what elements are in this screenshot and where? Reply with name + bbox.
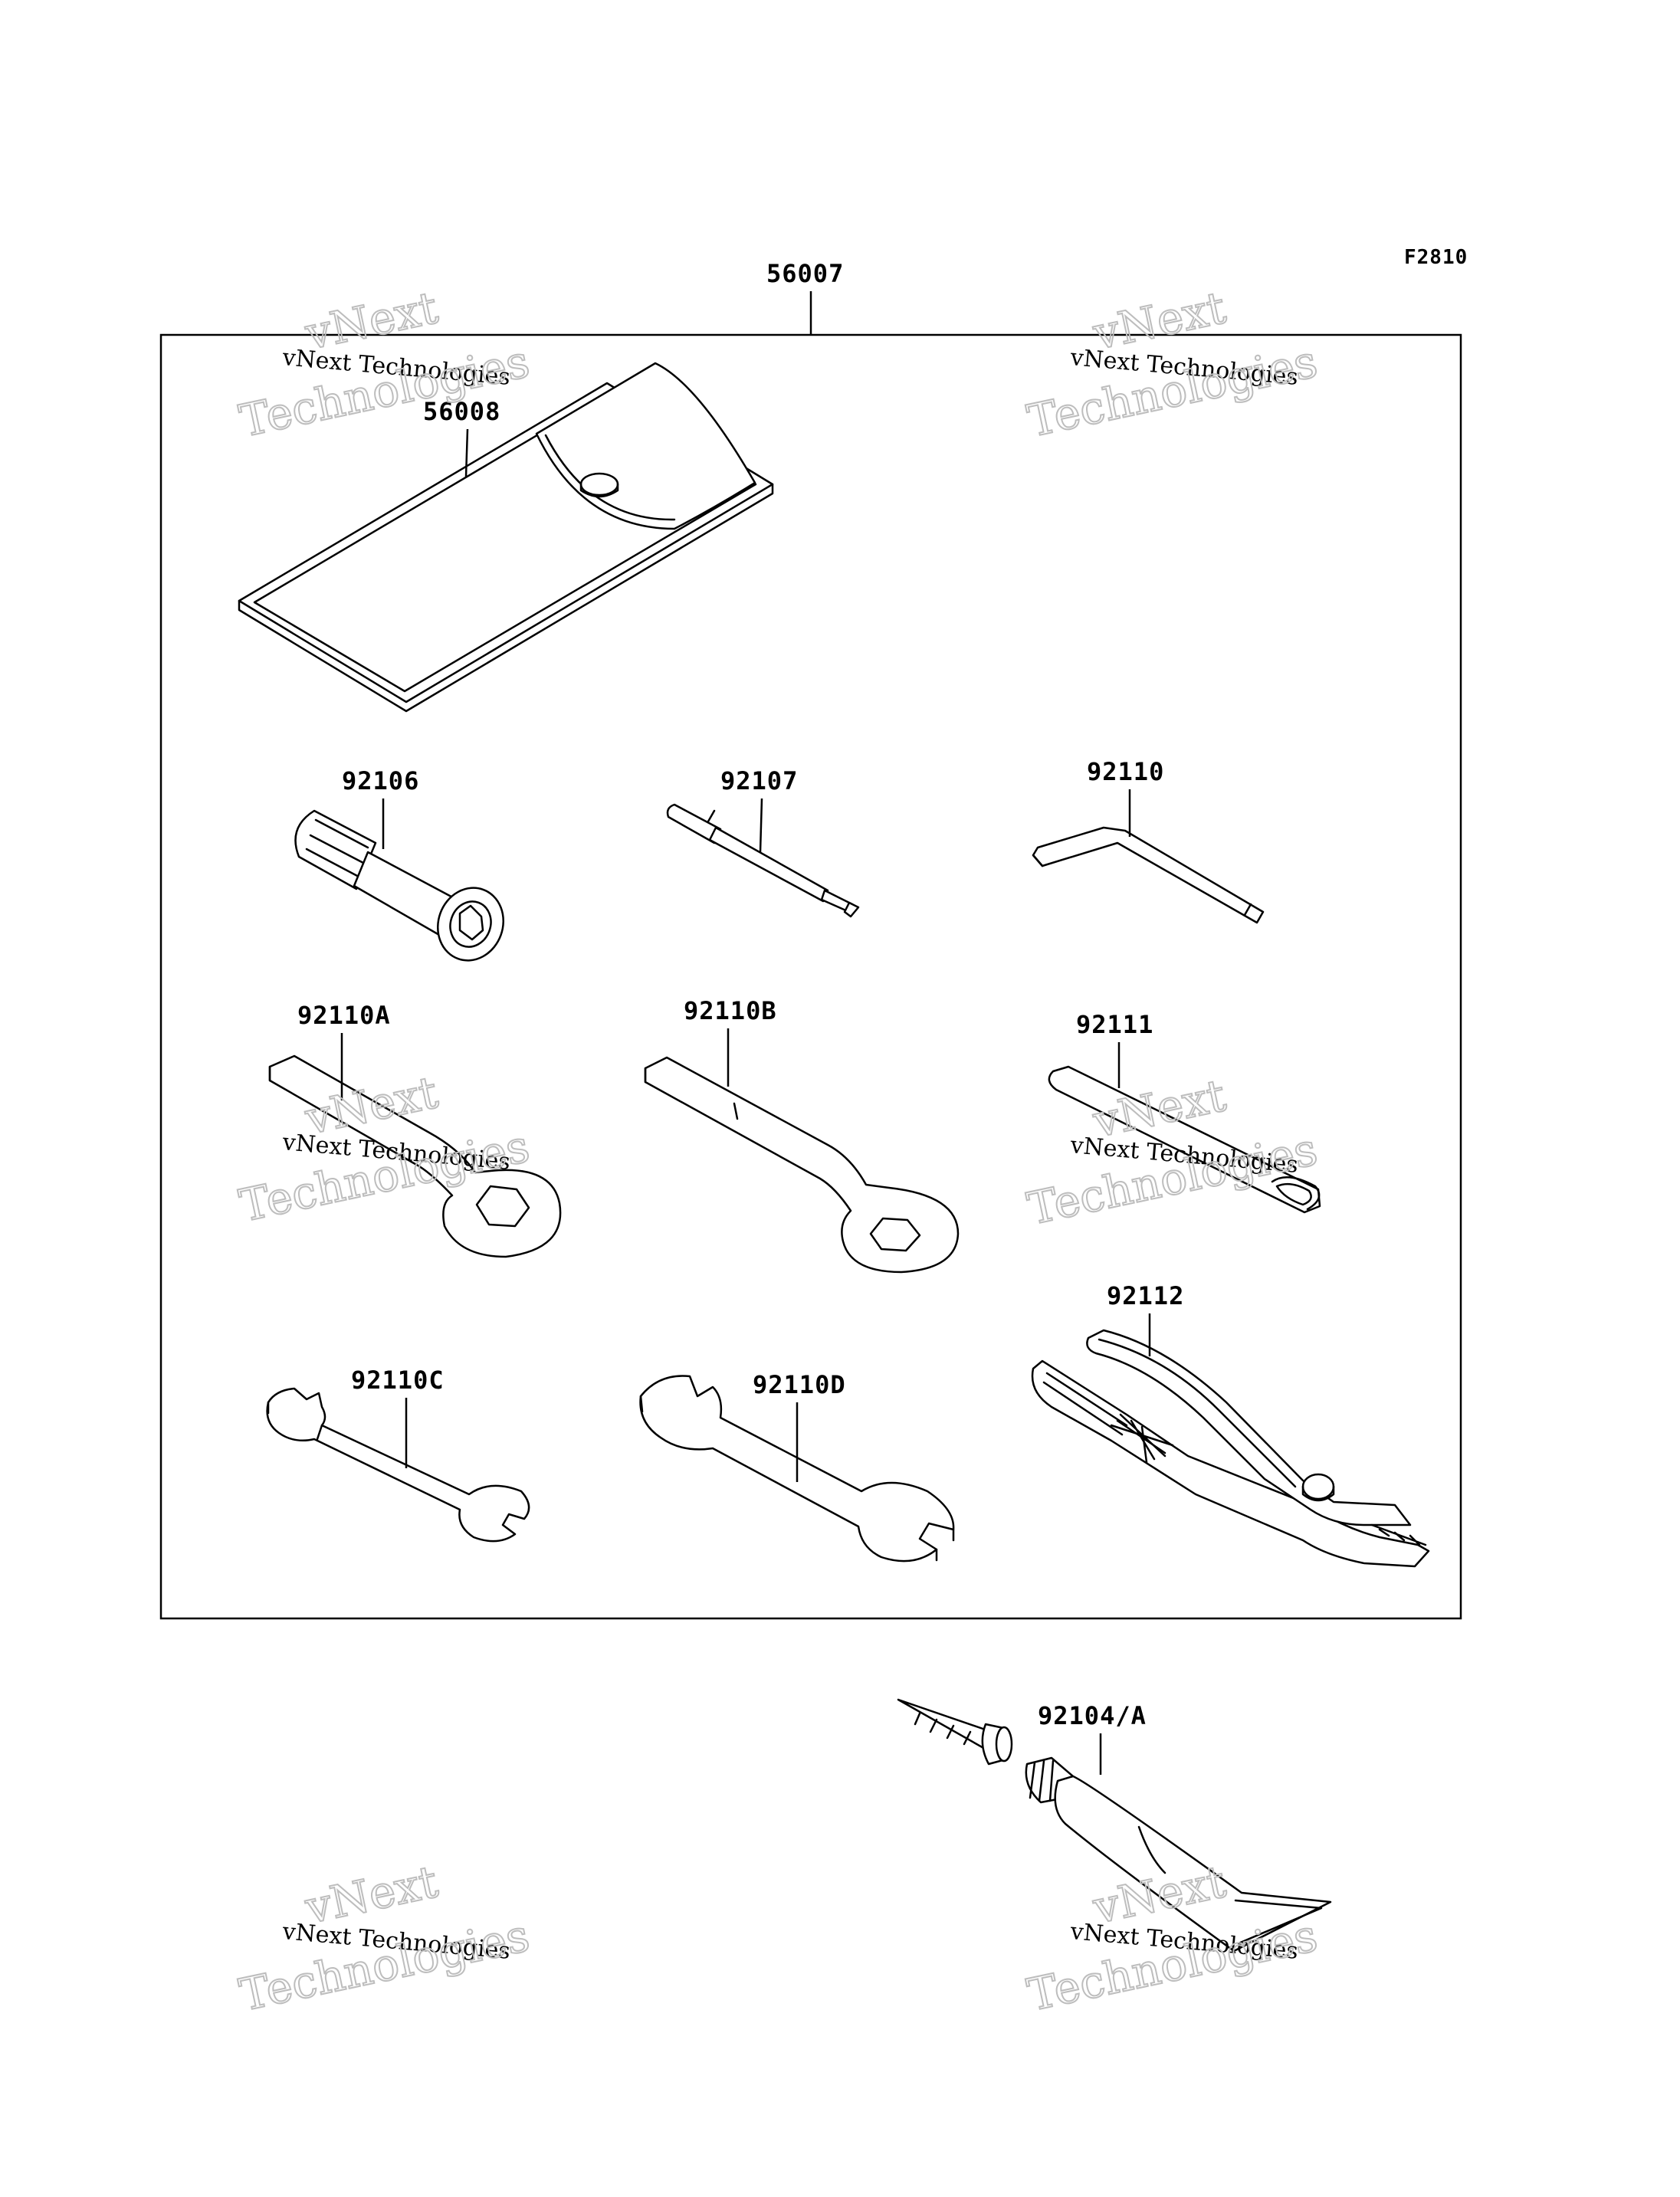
socket-icon[interactable] (294, 809, 514, 969)
part-label-92111[interactable]: 92111 (1076, 1010, 1153, 1039)
screwdriver-icon[interactable] (666, 803, 860, 918)
part-label-92110A[interactable]: 92110A (297, 1001, 391, 1030)
svg-text:vNext: vNext (300, 281, 442, 360)
ring-wrench-a-icon[interactable] (268, 1054, 562, 1258)
part-label-92104A[interactable]: 92104/A (1038, 1701, 1147, 1730)
part-label-92110[interactable]: 92110 (1087, 757, 1164, 786)
part-label-92110B[interactable]: 92110B (684, 996, 777, 1025)
kit-label[interactable]: 56007 (766, 259, 844, 288)
part-label-92106[interactable]: 92106 (342, 766, 419, 795)
svg-text:vNext: vNext (300, 1855, 442, 1934)
part-label-56008[interactable]: 56008 (423, 397, 500, 426)
figure-code: F2810 (1404, 246, 1468, 269)
watermark-6: vNext Technologies vNext Technologies (1022, 1854, 1323, 2022)
pliers-icon[interactable] (1031, 1329, 1430, 1568)
part-label-92110D[interactable]: 92110D (753, 1370, 846, 1399)
watermark-2: vNext Technologies vNext Technologies (1022, 280, 1323, 448)
kit-frame (159, 333, 1462, 1620)
svg-text:Technologies: Technologies (235, 335, 534, 447)
watermark-5: vNext Technologies vNext Technologies (235, 1854, 535, 2022)
svg-text:Technologies: Technologies (1023, 335, 1322, 447)
part-label-92110C[interactable]: 92110C (351, 1366, 445, 1395)
svg-text:Technologies: Technologies (1023, 1909, 1322, 2021)
open-wrench-c-icon[interactable] (266, 1387, 530, 1543)
valve-core-and-tube-icon[interactable] (897, 1698, 1332, 1953)
hex-key-icon[interactable] (1032, 826, 1265, 924)
ring-wrench-b-icon[interactable] (644, 1056, 960, 1274)
svg-text:Technologies: Technologies (235, 1909, 534, 2021)
part-label-92112[interactable]: 92112 (1107, 1281, 1184, 1310)
part-label-92107[interactable]: 92107 (720, 766, 798, 795)
tool-pouch-icon[interactable] (238, 362, 774, 713)
tommy-bar-icon[interactable] (1048, 1065, 1321, 1214)
svg-text:vNext: vNext (1088, 281, 1230, 360)
